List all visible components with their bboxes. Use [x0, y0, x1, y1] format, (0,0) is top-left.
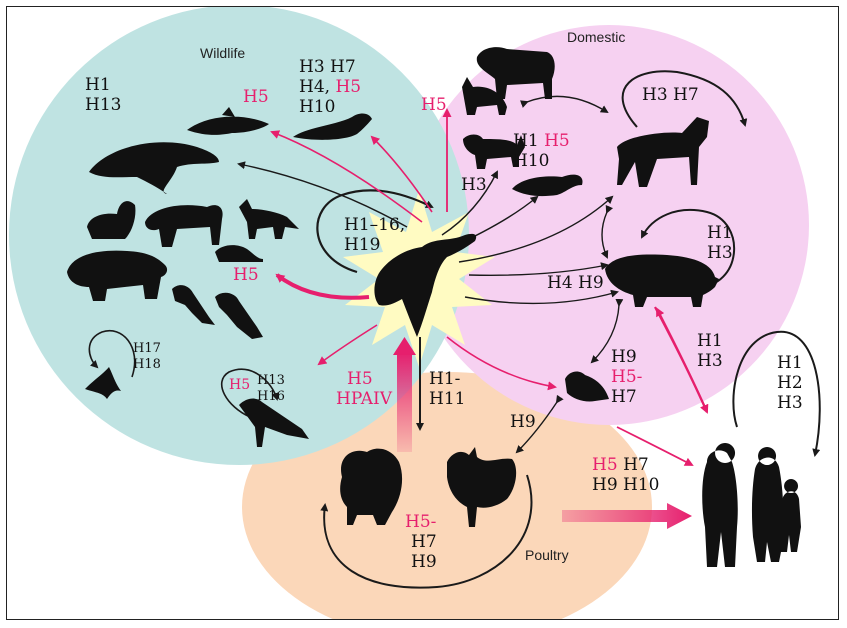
human-in-label-2: H9 H10 [592, 475, 660, 495]
human-in-label-1b: H7 [623, 455, 649, 475]
family-silhouette [702, 443, 801, 567]
seal-label-2a: H4, [299, 77, 330, 97]
human-loop-label-3: H3 [777, 393, 803, 413]
pig-in-label: H4 H9 [547, 273, 604, 293]
bat-label-1: H17 [133, 341, 161, 357]
poultry-region-title: Poultry [525, 547, 569, 563]
human-loop-label-2: H2 [777, 373, 803, 393]
ferret-label-1a: H1 [513, 131, 539, 151]
diagram-frame: Wildlife Domestic Poultry H1 H13 H5 H3 H… [6, 6, 839, 620]
down-label-1: H1- [429, 369, 460, 389]
down-label-2: H11 [429, 389, 465, 409]
bat-label-2: H18 [133, 357, 161, 373]
seal-label-3: H10 [299, 97, 335, 117]
horse-label: H3 H7 [642, 85, 699, 105]
poultry-label-3: H9 [411, 552, 437, 572]
human-in-label-1: H5 H7 [592, 455, 649, 475]
human-in-label-1a: H5 [592, 455, 618, 475]
hpaiv-arrow-shaft [397, 352, 412, 452]
hpaiv-label-2: HPAIV [336, 389, 392, 409]
pig-loop-label-1: H1 [707, 223, 733, 243]
quail-label-1: H9 [611, 347, 637, 367]
dolphin-label: H5 [243, 87, 269, 107]
cat-label: H5 [421, 95, 447, 115]
quail-label-3: H7 [611, 387, 637, 407]
seal-label-2: H4, H5 [299, 77, 361, 97]
hpaiv-label-1: H5 [347, 369, 373, 389]
gull-label-1: H13 [257, 373, 285, 389]
wildlife-region-title: Wildlife [200, 45, 245, 61]
poultry-label-2: H7 [411, 532, 437, 552]
center-label-2: H19 [344, 235, 380, 255]
center-label-1: H1–16, [344, 215, 405, 235]
pig-human-label-2: H3 [697, 351, 723, 371]
ferret-label-2: H10 [513, 151, 549, 171]
pig-human-label-1: H1 [697, 331, 723, 351]
ferret-label-1: H1 H5 [513, 131, 570, 151]
pig-loop-label-2: H3 [707, 243, 733, 263]
gull-label-2: H16 [257, 389, 285, 405]
whale-label-1: H1 [85, 75, 111, 95]
wild-mammals-label: H5 [233, 265, 259, 285]
human-loop-label-1: H1 [777, 353, 803, 373]
domestic-region-title: Domestic [567, 29, 625, 45]
ferret-label-1b: H5 [544, 131, 570, 151]
poultry-quail-label: H9 [510, 412, 536, 432]
gull-h5-label: H5 [229, 375, 250, 395]
dog-label: H3 [461, 175, 487, 195]
seal-label-1: H3 H7 [299, 57, 356, 77]
poultry-label-1: H5- [405, 512, 436, 532]
whale-label-2: H13 [85, 95, 121, 115]
quail-label-2: H5- [611, 367, 642, 387]
seal-label-2b: H5 [335, 77, 361, 97]
